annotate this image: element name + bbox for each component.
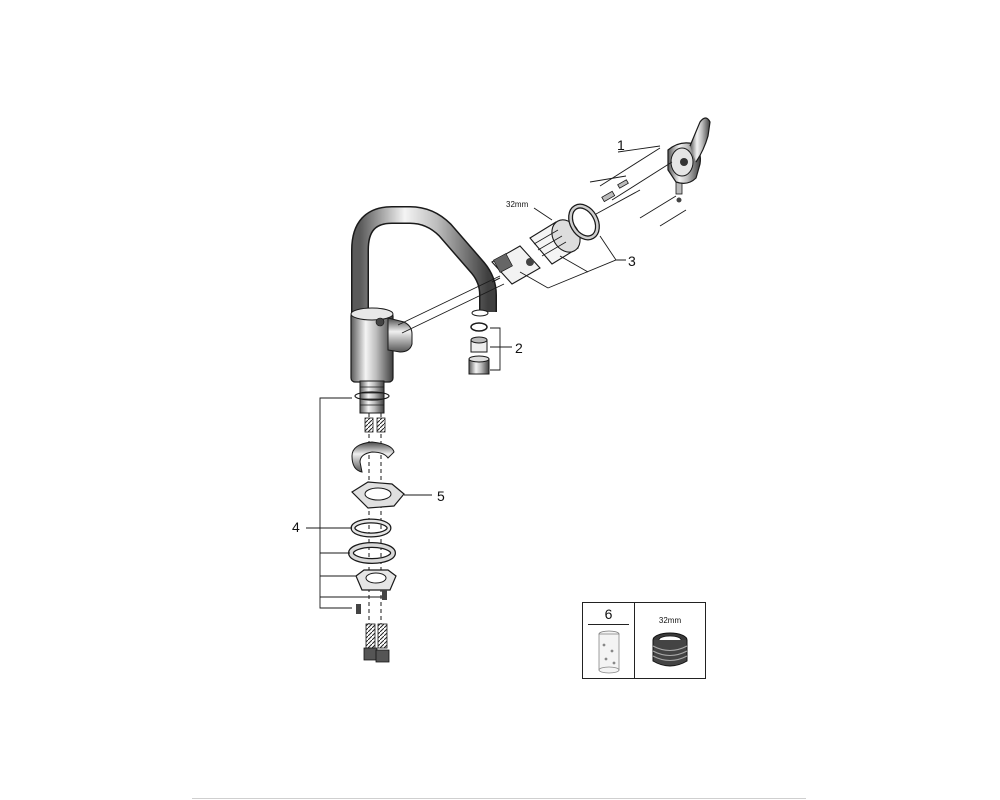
service-parts-inset: 6 32mm	[582, 602, 706, 679]
inset-cell-right: 32mm	[635, 603, 705, 678]
fixing-bracket	[355, 569, 397, 614]
locking-ring	[568, 203, 600, 241]
aerator-icon	[468, 322, 490, 375]
callout-1: 1	[617, 137, 625, 153]
sleeve-tool-icon	[598, 630, 620, 674]
cartridge-dimension: 32mm	[506, 200, 529, 209]
footer-divider	[192, 798, 806, 799]
threaded-sleeve	[529, 219, 581, 265]
inset-cell-left: 6	[583, 603, 635, 678]
callout-5: 5	[437, 488, 445, 504]
hose-ends-lower	[363, 623, 390, 663]
callout-6: 6	[604, 606, 613, 622]
callout-3: 3	[628, 253, 636, 269]
faucet-body-icon	[350, 206, 497, 414]
threaded-sleeve-spare-icon	[652, 632, 688, 667]
inset-rule	[588, 624, 629, 625]
inset-dimension: 32mm	[658, 616, 682, 625]
cartridge-icon	[491, 245, 541, 285]
horseshoe-washer	[351, 441, 395, 473]
callout-2: 2	[515, 340, 523, 356]
set-screws	[601, 179, 683, 203]
callout-4: 4	[292, 519, 300, 535]
lever-handle-icon	[667, 117, 711, 184]
hose-ends-upper	[364, 417, 386, 433]
washer-large	[348, 542, 396, 564]
mounting-plate	[351, 481, 405, 509]
leader-lines	[306, 145, 687, 609]
washer-small	[350, 518, 392, 538]
